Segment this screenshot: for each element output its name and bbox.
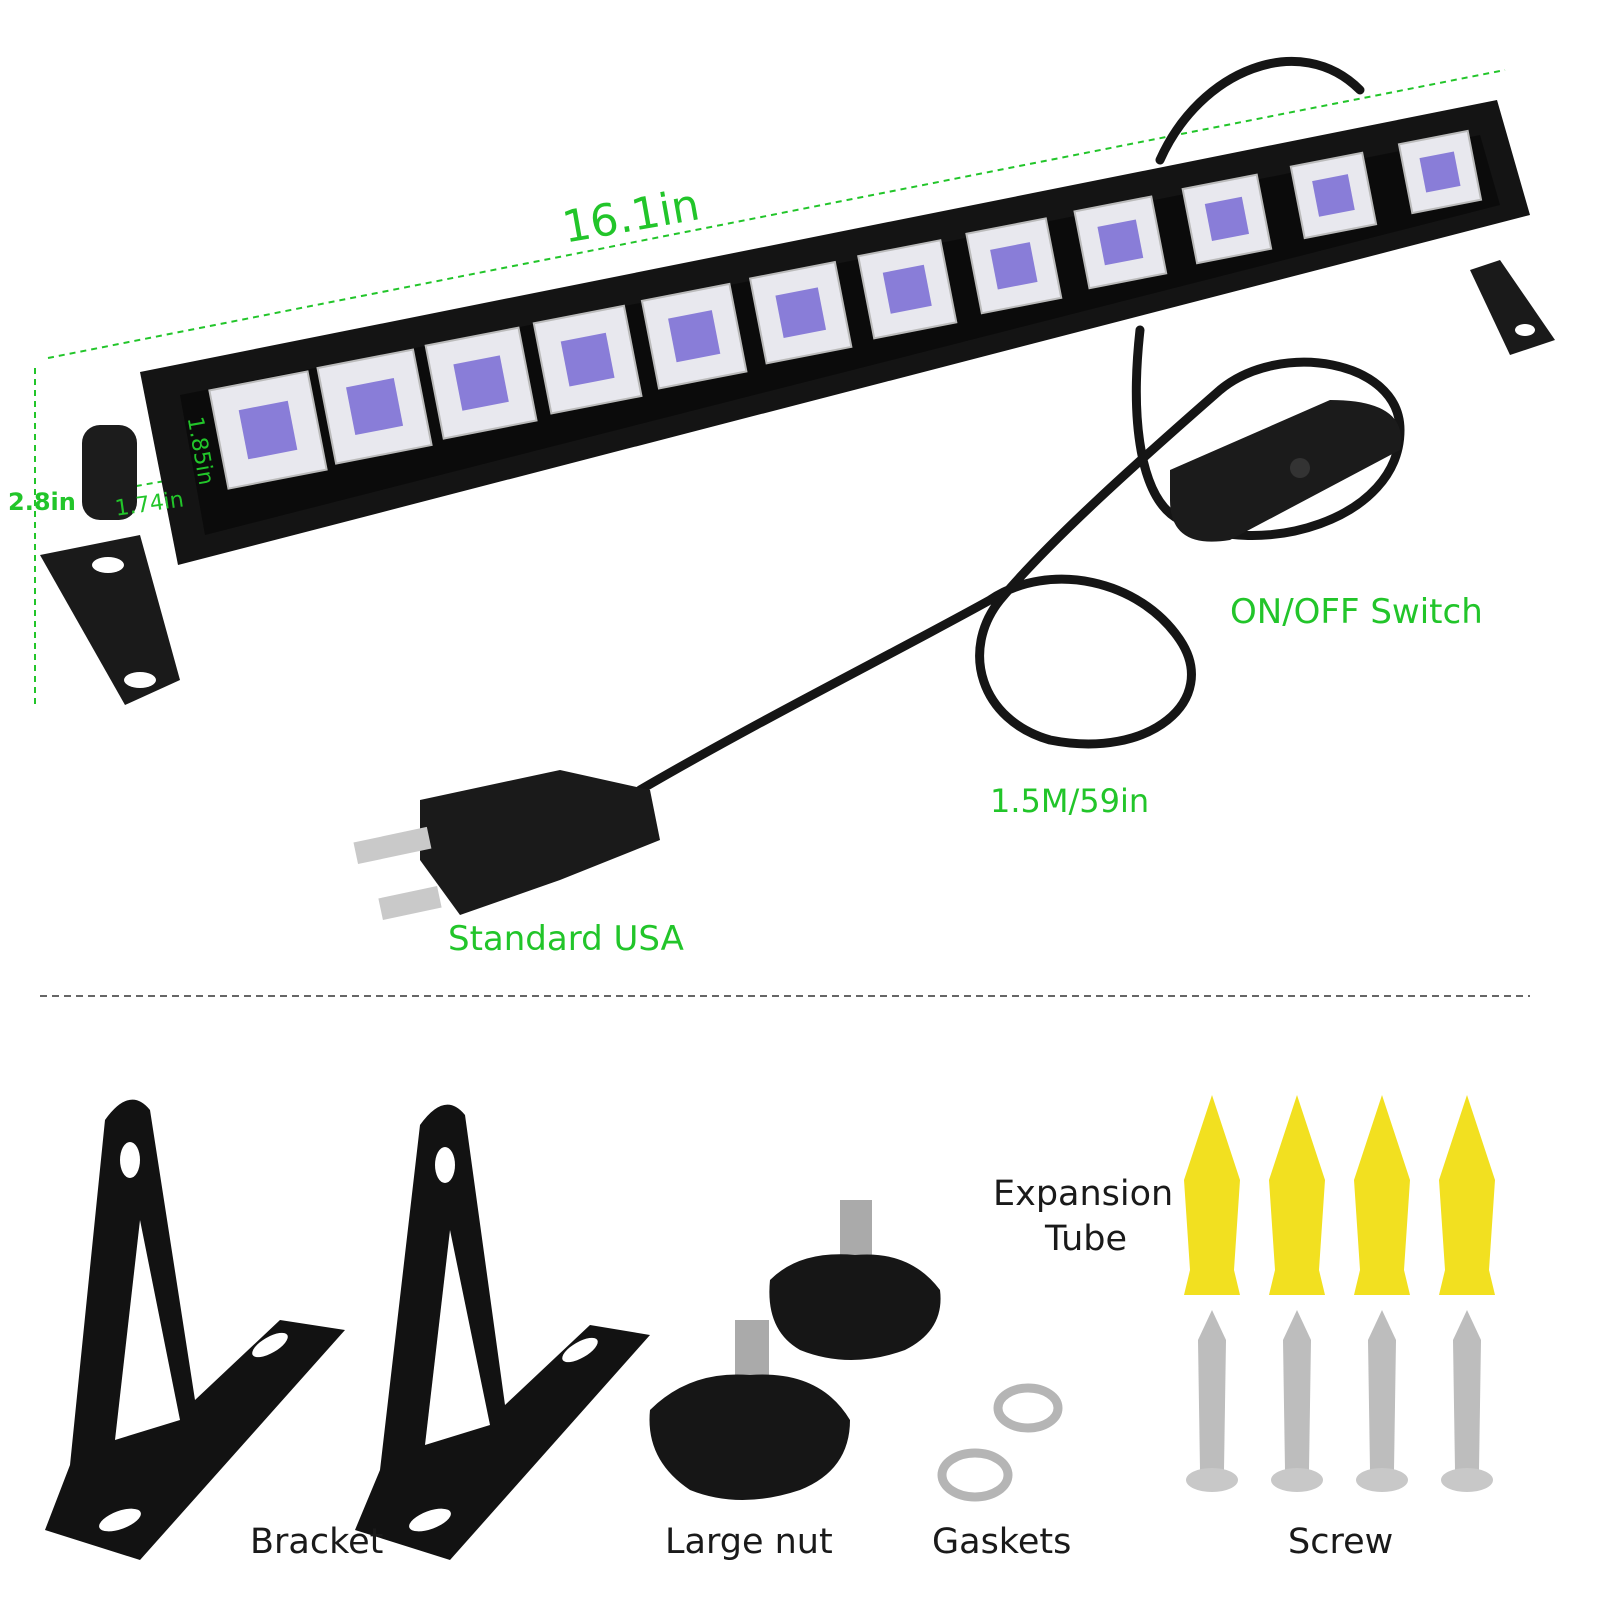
expansion-label-line1: Expansion [993,1174,1174,1214]
expansion-tube [1269,1095,1325,1295]
led-module [640,282,748,390]
screw [1356,1310,1408,1492]
screw [1186,1310,1238,1492]
expansion-tube [1439,1095,1495,1295]
large-nut [649,1320,850,1500]
led-module [748,260,853,365]
large-nut-label: Large nut [665,1522,833,1562]
led-module [1397,129,1483,215]
inline-switch [1170,400,1402,542]
plug-label: Standard USA [448,919,684,959]
led-module [316,348,433,465]
power-cord [635,56,1405,795]
screw [1271,1310,1323,1492]
bracket-accessory [355,1104,650,1560]
gaskets [937,1383,1063,1502]
bracket-accessory [45,1099,345,1560]
screw-label: Screw [1288,1522,1394,1562]
led-module [857,239,958,340]
led-module [424,326,538,440]
bracket-label: Bracket [250,1522,384,1562]
large-nut [769,1200,941,1360]
expansion-tube [1354,1095,1410,1295]
led-module [208,370,328,490]
led-module [1289,151,1378,240]
led-module [532,304,643,415]
led-module [1181,173,1273,265]
expansion-label-line2: Tube [1045,1219,1127,1259]
height-total-label: 2.8in [8,488,76,516]
switch-label: ON/OFF Switch [1230,592,1483,632]
expansion-tube [1184,1095,1240,1295]
cord-length-label: 1.5M/59in [990,782,1150,820]
led-module [1073,195,1168,290]
led-module [965,217,1063,315]
light-bar [40,100,1555,705]
screw [1441,1310,1493,1492]
usa-plug [353,770,660,920]
gaskets-label: Gaskets [932,1522,1072,1562]
